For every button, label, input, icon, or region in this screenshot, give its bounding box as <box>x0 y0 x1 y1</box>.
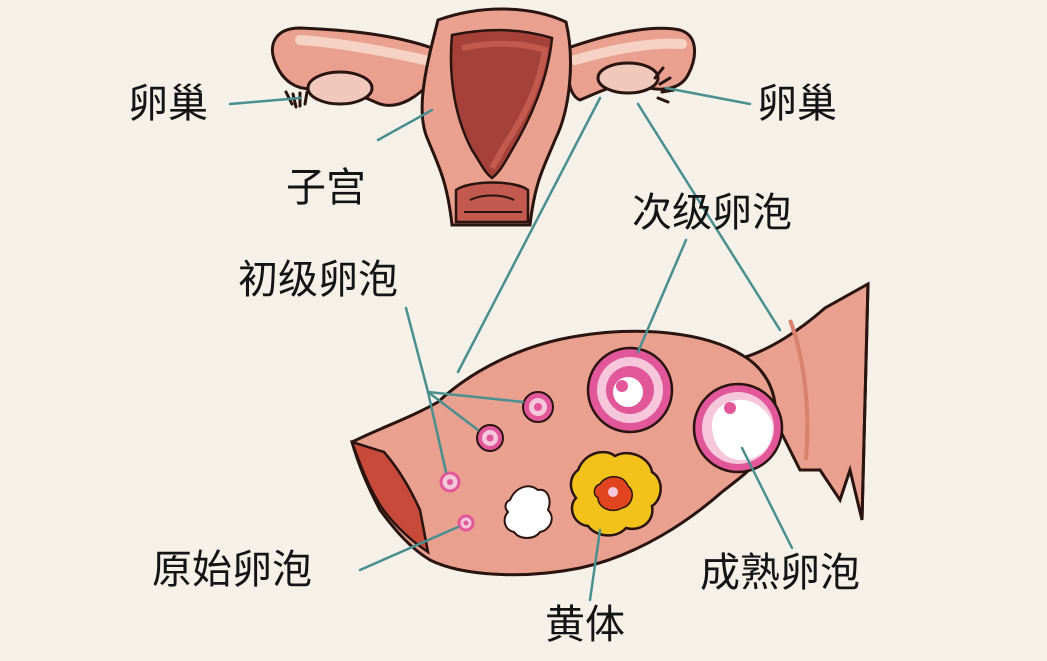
white-body <box>503 485 553 539</box>
leader-primary-stem <box>404 306 430 394</box>
left-ovary <box>306 70 374 106</box>
leader-secondary <box>636 238 688 354</box>
primordial-follicle-b <box>457 514 475 532</box>
leader-corpus-luteum <box>588 528 602 602</box>
uterus-drawing <box>270 7 696 227</box>
leader-mature <box>740 446 794 550</box>
primary-follicle-a <box>522 391 554 423</box>
leader-zoom-right <box>636 102 782 332</box>
primary-follicle-b <box>476 424 504 452</box>
leader-uterus <box>376 108 434 142</box>
label-uterus: 子宫 <box>286 165 366 211</box>
label-ovary-left: 卵巢 <box>128 81 208 127</box>
mature-follicle <box>692 382 784 474</box>
leader-ovary-right <box>664 86 752 106</box>
right-fimbriae <box>653 66 676 104</box>
primordial-follicle-a <box>439 471 461 493</box>
leader-primary-b <box>426 390 480 432</box>
leader-primary-a <box>426 390 525 404</box>
right-ovary <box>596 61 660 95</box>
leader-primary-c <box>426 390 448 474</box>
leader-ovary-left <box>228 96 302 106</box>
label-primary-follicle: 初级卵泡 <box>238 257 398 303</box>
ovary-cross-section <box>349 281 870 577</box>
label-secondary-follicle: 次级卵泡 <box>632 190 792 236</box>
leader-zoom-left <box>456 96 602 374</box>
label-ovary-right: 卵巢 <box>757 81 837 127</box>
ovary-cut-edge <box>349 440 430 555</box>
cervix <box>454 181 530 224</box>
label-corpus-luteum: 黄体 <box>545 602 625 648</box>
label-primordial-follicle: 原始卵泡 <box>152 547 312 593</box>
secondary-follicle <box>586 346 674 434</box>
corpus-luteum <box>569 450 662 537</box>
label-mature-follicle: 成熟卵泡 <box>700 550 860 596</box>
uterus-cavity <box>449 28 554 180</box>
leader-lines <box>228 86 794 602</box>
leader-primordial <box>358 525 460 572</box>
